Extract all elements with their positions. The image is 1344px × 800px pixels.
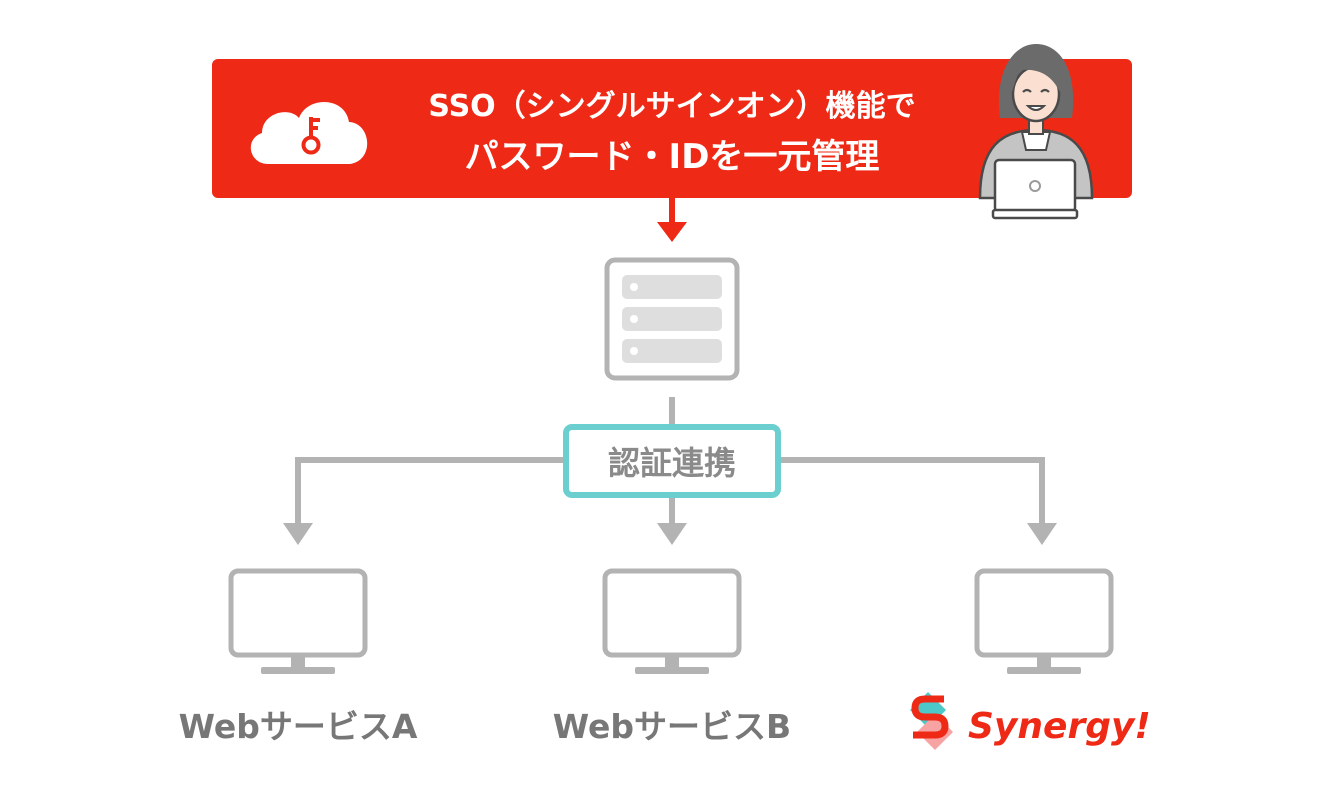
synergy-logo-icon <box>910 692 953 750</box>
banner-to-server-arrow <box>657 198 687 242</box>
monitor-icon <box>602 568 742 674</box>
arrow-to-service-b <box>657 523 687 545</box>
service-b-label: WebサービスB <box>553 707 791 746</box>
cloud-key-icon <box>250 101 368 164</box>
service-a-label: WebサービスA <box>179 707 418 746</box>
banner-title-line2: パスワード・IDを一元管理 <box>465 137 880 177</box>
arrow-to-service-a <box>283 523 313 545</box>
monitor-icon <box>228 568 368 674</box>
connector-lines <box>295 397 1045 525</box>
monitor-icon <box>974 568 1114 674</box>
arrow-to-synergy <box>1027 523 1057 545</box>
auth-link-badge: 認証連携 <box>563 424 781 498</box>
sso-banner: SSO（シングルサインオン）機能で パスワード・IDを一元管理 <box>212 44 1132 220</box>
server-icon <box>604 257 740 381</box>
synergy-label: Synergy! <box>968 706 1151 747</box>
banner-title-line1: SSO（シングルサインオン）機能で <box>428 89 915 124</box>
synergy-logo: Synergy! <box>910 692 1151 750</box>
auth-link-label: 認証連携 <box>608 444 736 482</box>
woman-with-laptop-icon <box>978 44 1094 220</box>
